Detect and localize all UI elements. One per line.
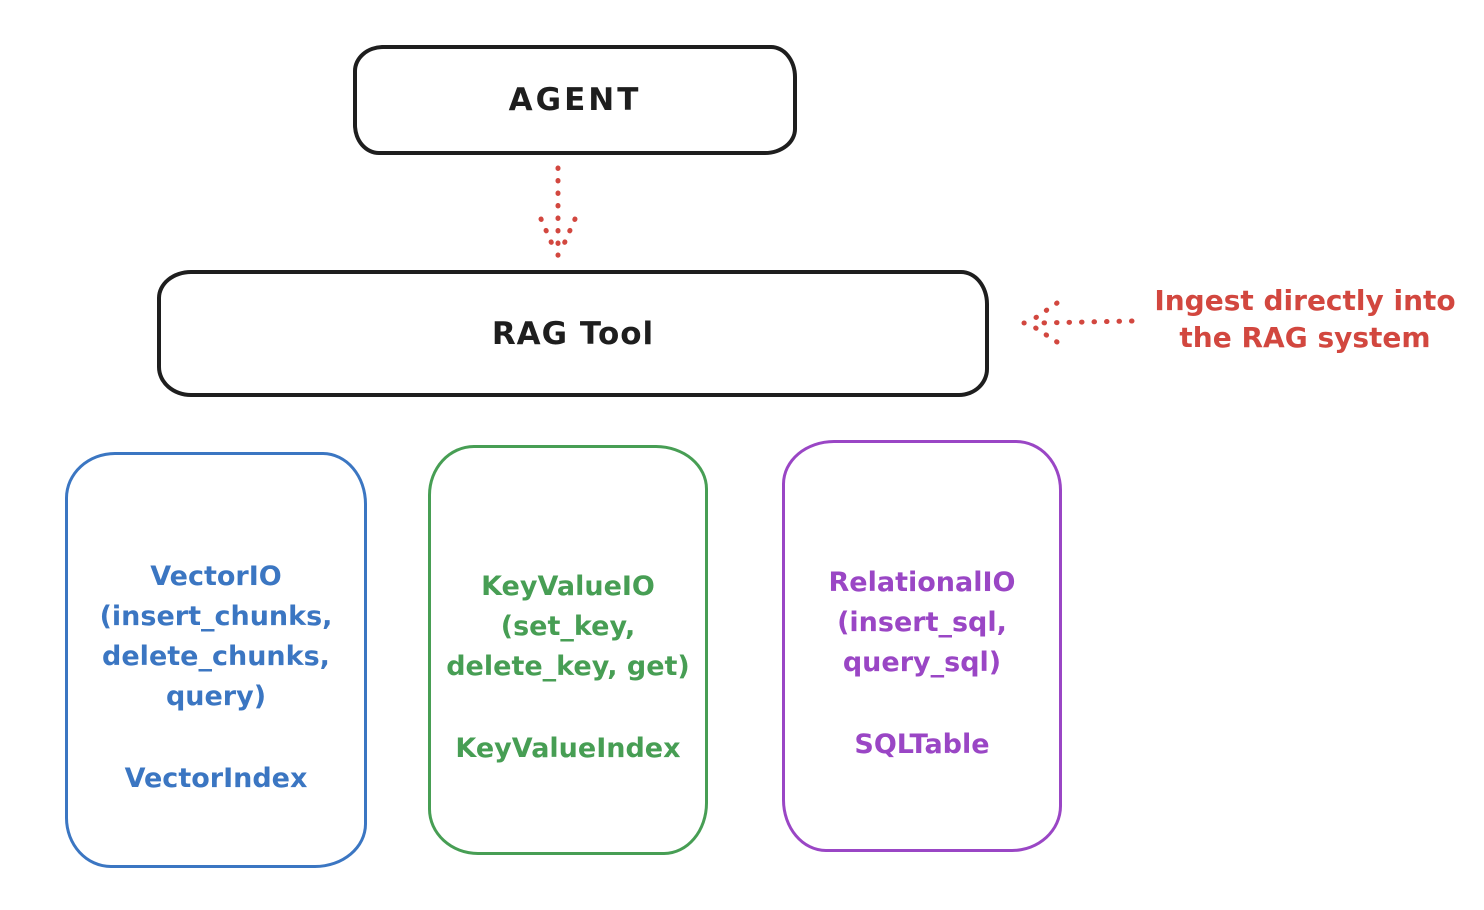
relationalio-content: RelationalIO (insert_sql, query_sql) SQL… xyxy=(829,563,1016,765)
ingest-annotation-line1: Ingest directly into xyxy=(1154,284,1456,317)
relationalio-line: query_sql) xyxy=(842,647,1002,678)
keyvalueio-index-label: KeyValueIndex xyxy=(455,733,681,764)
rag-tool-label: RAG Tool xyxy=(491,315,655,352)
vectorio-index-label: VectorIndex xyxy=(124,763,308,794)
agent-label: AGENT xyxy=(508,82,642,118)
keyvalueio-line: (set_key, xyxy=(500,611,636,642)
agent-box: AGENT xyxy=(353,45,797,155)
keyvalueio-content: KeyValueIO (set_key, delete_key, get) Ke… xyxy=(446,567,690,769)
ingest-arrow-icon xyxy=(1021,300,1135,345)
vectorio-methods: VectorIO (insert_chunks, delete_chunks, … xyxy=(100,557,333,717)
vectorio-line: VectorIO xyxy=(150,561,282,592)
vectorio-line: delete_chunks, xyxy=(102,641,330,672)
ingest-annotation: Ingest directly into the RAG system xyxy=(1140,282,1470,356)
rag-tool-box: RAG Tool xyxy=(157,270,989,397)
vectorio-line: (insert_chunks, xyxy=(99,601,333,632)
relationalio-line: RelationalIO xyxy=(828,567,1016,598)
keyvalueio-line: delete_key, get) xyxy=(446,651,690,682)
keyvalueio-box: KeyValueIO (set_key, delete_key, get) Ke… xyxy=(428,445,708,855)
relationalio-line: (insert_sql, xyxy=(837,607,1007,638)
ingest-annotation-line2: the RAG system xyxy=(1179,321,1431,354)
keyvalueio-line: KeyValueIO xyxy=(481,571,655,602)
relationalio-methods: RelationalIO (insert_sql, query_sql) xyxy=(829,563,1016,683)
agent-to-rag-arrow-icon xyxy=(538,165,578,258)
vectorio-content: VectorIO (insert_chunks, delete_chunks, … xyxy=(100,557,333,799)
vectorio-line: query) xyxy=(165,681,267,712)
relationalio-index-label: SQLTable xyxy=(854,729,990,760)
relationalio-box: RelationalIO (insert_sql, query_sql) SQL… xyxy=(782,440,1062,852)
keyvalueio-methods: KeyValueIO (set_key, delete_key, get) xyxy=(446,567,690,687)
vectorio-box: VectorIO (insert_chunks, delete_chunks, … xyxy=(65,452,367,868)
